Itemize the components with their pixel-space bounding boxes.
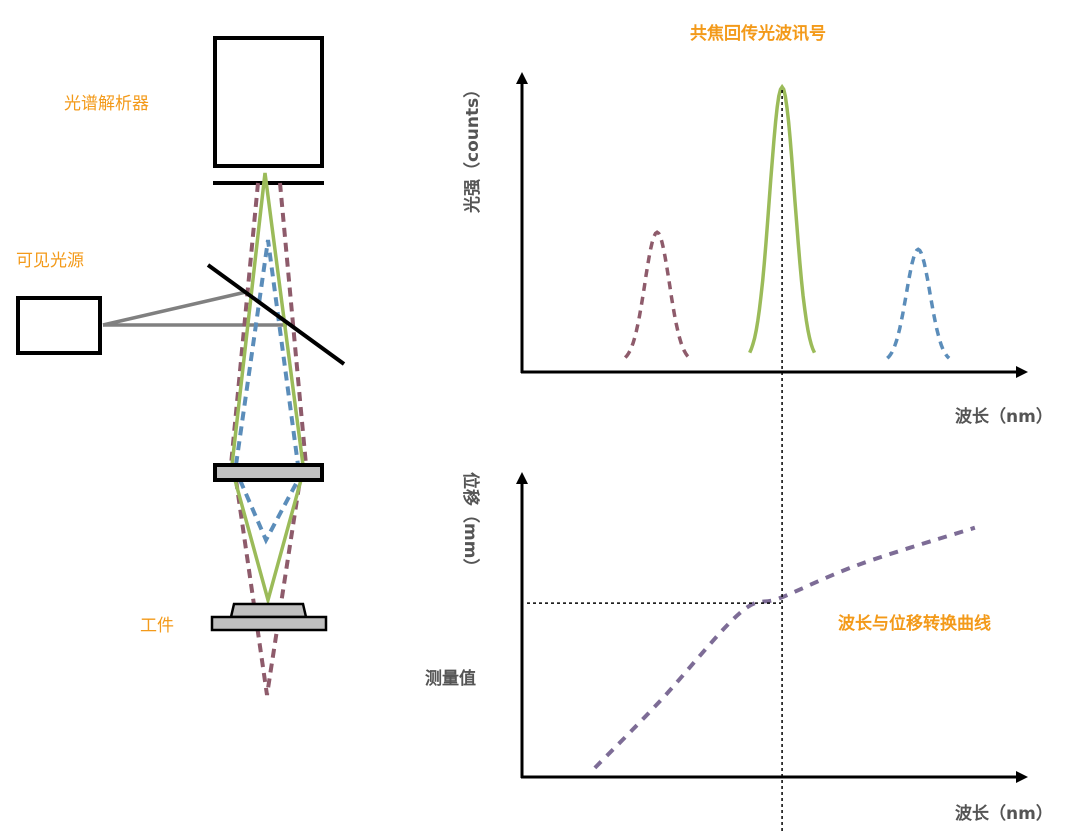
bottom-chart-x-label: 波长（nm） <box>955 804 1053 824</box>
light-source-label: 可见光源 <box>16 251 84 271</box>
green-beam <box>230 172 305 607</box>
peak-blue <box>886 247 951 360</box>
spectrometer-label: 光谱解析器 <box>64 94 149 114</box>
peak-red <box>623 230 691 359</box>
peak-green <box>748 83 817 354</box>
workpiece-label: 工件 <box>140 616 174 636</box>
blue-beam <box>234 239 300 545</box>
measured-value-label: 测量值 <box>425 669 476 689</box>
top-chart-x-label: 波长（nm） <box>955 407 1053 427</box>
beam-splitter <box>206 263 346 366</box>
spectrometer-box <box>213 36 324 168</box>
workpiece-sample <box>229 602 308 619</box>
bottom-chart-curve <box>593 525 976 770</box>
light-source-box <box>16 296 102 355</box>
bottom-chart-title: 波长与位移转换曲线 <box>838 614 991 634</box>
red-beam <box>229 182 308 696</box>
top-chart-y-label: 光强（counts） <box>463 80 483 213</box>
conversion-curve <box>593 525 976 770</box>
workpiece-stage <box>210 615 328 632</box>
objective-lens <box>213 463 324 482</box>
top-chart-title: 共焦回传光波讯号 <box>690 24 826 44</box>
top-chart-peaks <box>623 83 951 360</box>
optical-setup <box>16 36 346 696</box>
bottom-chart-y-label: 位移（mm） <box>460 472 480 576</box>
source-ray-upper <box>102 290 247 327</box>
